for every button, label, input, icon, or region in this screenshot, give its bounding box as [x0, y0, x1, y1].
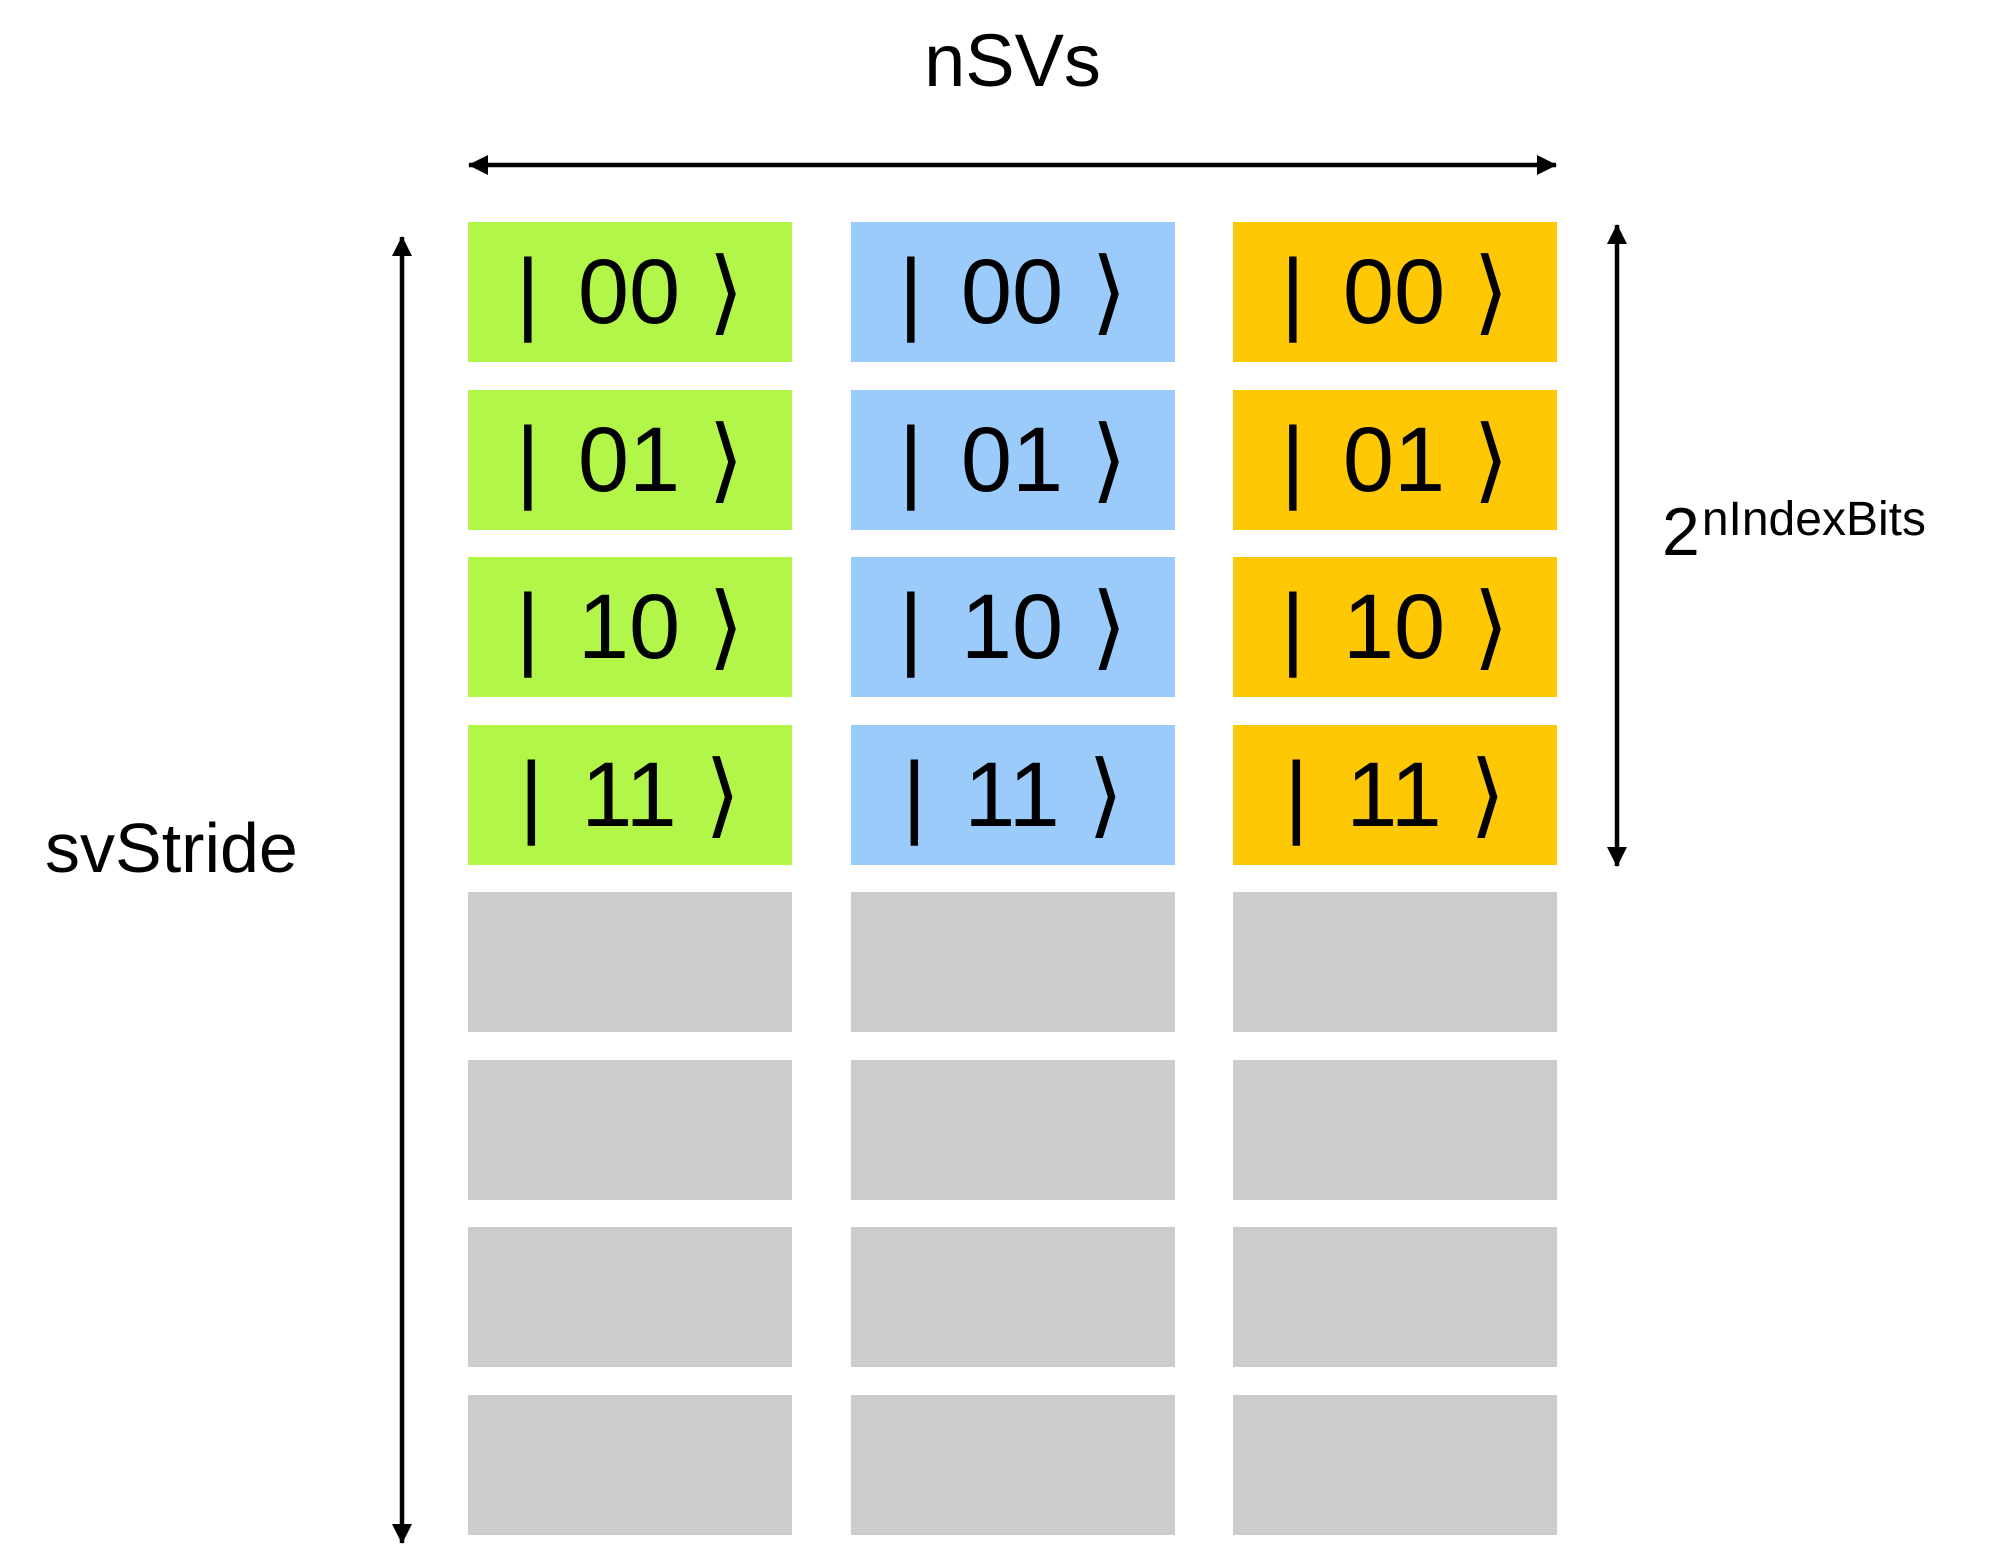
- svstride-label: svStride: [45, 809, 298, 887]
- ket-bar: |: [1284, 743, 1309, 846]
- ket-state: 10: [1342, 576, 1446, 678]
- empty-cell: [468, 1059, 792, 1200]
- ket-bar: |: [898, 241, 923, 343]
- ket-cell-01: | 01 ⟩: [1233, 389, 1557, 530]
- ket-cell-01: | 01 ⟩: [468, 389, 792, 530]
- ket-bar: |: [515, 408, 540, 511]
- ket-angle-icon: ⟩: [704, 743, 741, 846]
- statevector-column-1: | 00 ⟩ | 01 ⟩ | 10 ⟩ | 11 ⟩: [468, 222, 792, 1535]
- ket-bar: |: [898, 408, 923, 511]
- ket-cell-10: | 10 ⟩: [468, 557, 792, 697]
- ket-angle-icon: ⟩: [1091, 576, 1128, 678]
- ket-cell-00: | 00 ⟩: [468, 222, 792, 362]
- ket-angle-icon: ⟩: [1091, 241, 1128, 343]
- empty-cell: [468, 892, 792, 1032]
- ket-cell-00: | 00 ⟩: [1233, 222, 1557, 362]
- ket-state: 00: [577, 241, 681, 343]
- ket-angle-icon: ⟩: [1473, 241, 1510, 343]
- empty-cell: [468, 1227, 792, 1367]
- ket-cell-01: | 01 ⟩: [851, 389, 1175, 530]
- ket-angle-icon: ⟩: [1087, 743, 1124, 846]
- ket-state: 11: [1346, 743, 1442, 846]
- empty-cell: [851, 1394, 1175, 1535]
- ket-angle-icon: ⟩: [708, 576, 745, 678]
- ket-angle-icon: ⟩: [1091, 408, 1128, 511]
- ket-angle-icon: ⟩: [1473, 408, 1510, 511]
- empty-cell: [851, 892, 1175, 1032]
- nsvs-label: nSVs: [924, 19, 1101, 102]
- ket-bar: |: [519, 743, 544, 846]
- ket-state: 10: [960, 576, 1064, 678]
- ket-state: 11: [964, 743, 1060, 846]
- ket-state: 11: [581, 743, 677, 846]
- ket-state: 01: [960, 408, 1064, 511]
- empty-cell: [468, 1394, 792, 1535]
- empty-cell: [1233, 1394, 1557, 1535]
- ket-cell-11: | 11 ⟩: [1233, 724, 1557, 865]
- ket-cell-10: | 10 ⟩: [1233, 557, 1557, 697]
- ket-bar: |: [1280, 241, 1305, 343]
- ket-state: 10: [577, 576, 681, 678]
- ket-angle-icon: ⟩: [1473, 576, 1510, 678]
- ket-angle-icon: ⟩: [708, 408, 745, 511]
- ket-bar: |: [902, 743, 927, 846]
- statevector-column-2: | 00 ⟩ | 01 ⟩ | 10 ⟩ | 11 ⟩: [851, 222, 1175, 1535]
- statevector-column-3: | 00 ⟩ | 01 ⟩ | 10 ⟩ | 11 ⟩: [1233, 222, 1557, 1535]
- ket-bar: |: [898, 576, 923, 678]
- ket-angle-icon: ⟩: [708, 241, 745, 343]
- nindexbits-label: 2nIndexBits: [1662, 496, 1926, 567]
- empty-cell: [851, 1059, 1175, 1200]
- ket-cell-10: | 10 ⟩: [851, 557, 1175, 697]
- ket-bar: |: [1280, 408, 1305, 511]
- ket-state: 01: [577, 408, 681, 511]
- ket-state: 00: [960, 241, 1064, 343]
- ket-cell-00: | 00 ⟩: [851, 222, 1175, 362]
- ket-angle-icon: ⟩: [1469, 743, 1506, 846]
- ket-cell-11: | 11 ⟩: [851, 724, 1175, 865]
- nindexbits-base: 2: [1662, 494, 1700, 570]
- empty-cell: [1233, 892, 1557, 1032]
- ket-state: 01: [1342, 408, 1446, 511]
- ket-bar: |: [515, 576, 540, 678]
- empty-cell: [851, 1227, 1175, 1367]
- ket-state: 00: [1342, 241, 1446, 343]
- ket-bar: |: [1280, 576, 1305, 678]
- empty-cell: [1233, 1059, 1557, 1200]
- nindexbits-superscript: nIndexBits: [1701, 493, 1926, 546]
- empty-cell: [1233, 1227, 1557, 1367]
- ket-bar: |: [515, 241, 540, 343]
- ket-cell-11: | 11 ⟩: [468, 724, 792, 865]
